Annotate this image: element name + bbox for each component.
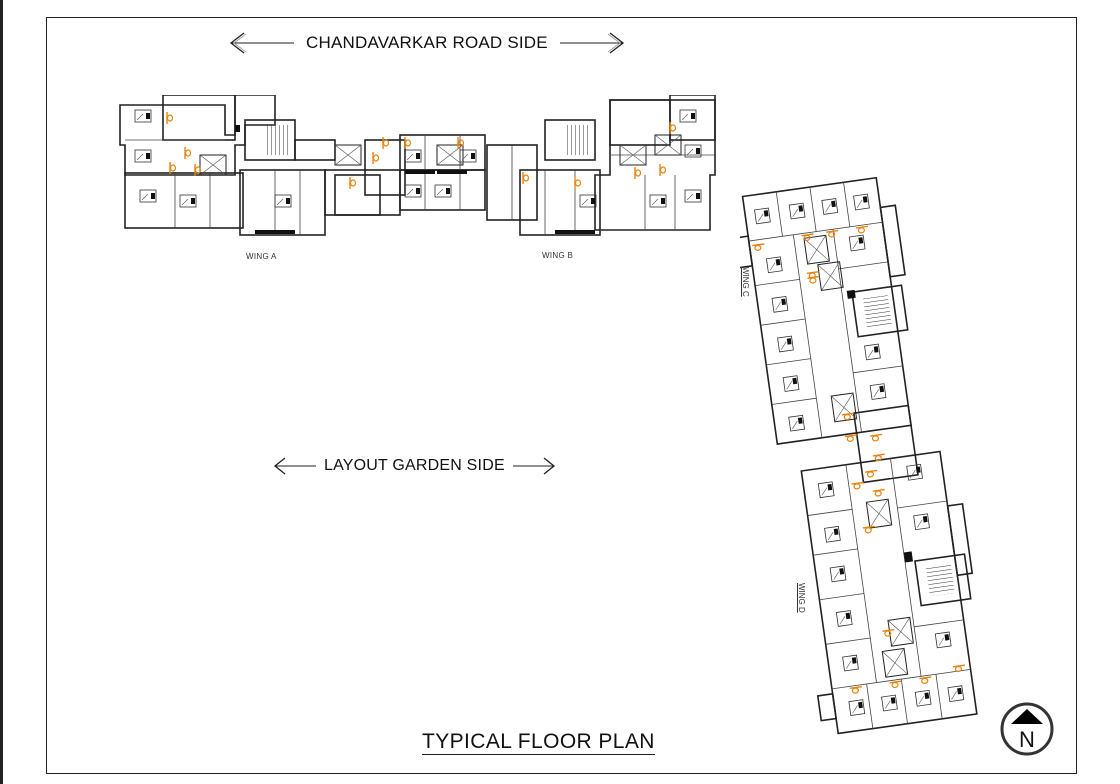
north-arrow: N [998, 700, 1056, 758]
wing-a-label: WING A [246, 252, 277, 261]
wing-cd-floor-plan [740, 176, 978, 735]
north-label: N [1019, 727, 1035, 752]
window-edge [0, 0, 3, 784]
wing-ab-floor-plan [119, 95, 716, 236]
arrow-left-icon [273, 457, 316, 475]
arrow-left-icon [229, 32, 294, 54]
north-arrow-icon: N [1000, 702, 1054, 756]
road-side-label: CHANDAVARKAR ROAD SIDE [228, 32, 626, 54]
arrow-right-icon [559, 32, 624, 54]
road-side-text: CHANDAVARKAR ROAD SIDE [306, 33, 548, 52]
garden-side-label: LAYOUT GARDEN SIDE [272, 456, 557, 476]
wing-d-label: WING D [797, 583, 806, 613]
wing-b-label: WING B [542, 251, 574, 260]
garden-side-text: LAYOUT GARDEN SIDE [324, 457, 505, 474]
drawing-title: TYPICAL FLOOR PLAN [422, 730, 655, 755]
wing-c-label: WING C [741, 267, 750, 297]
drawing-frame [46, 17, 1077, 774]
arrow-right-icon [512, 457, 555, 475]
